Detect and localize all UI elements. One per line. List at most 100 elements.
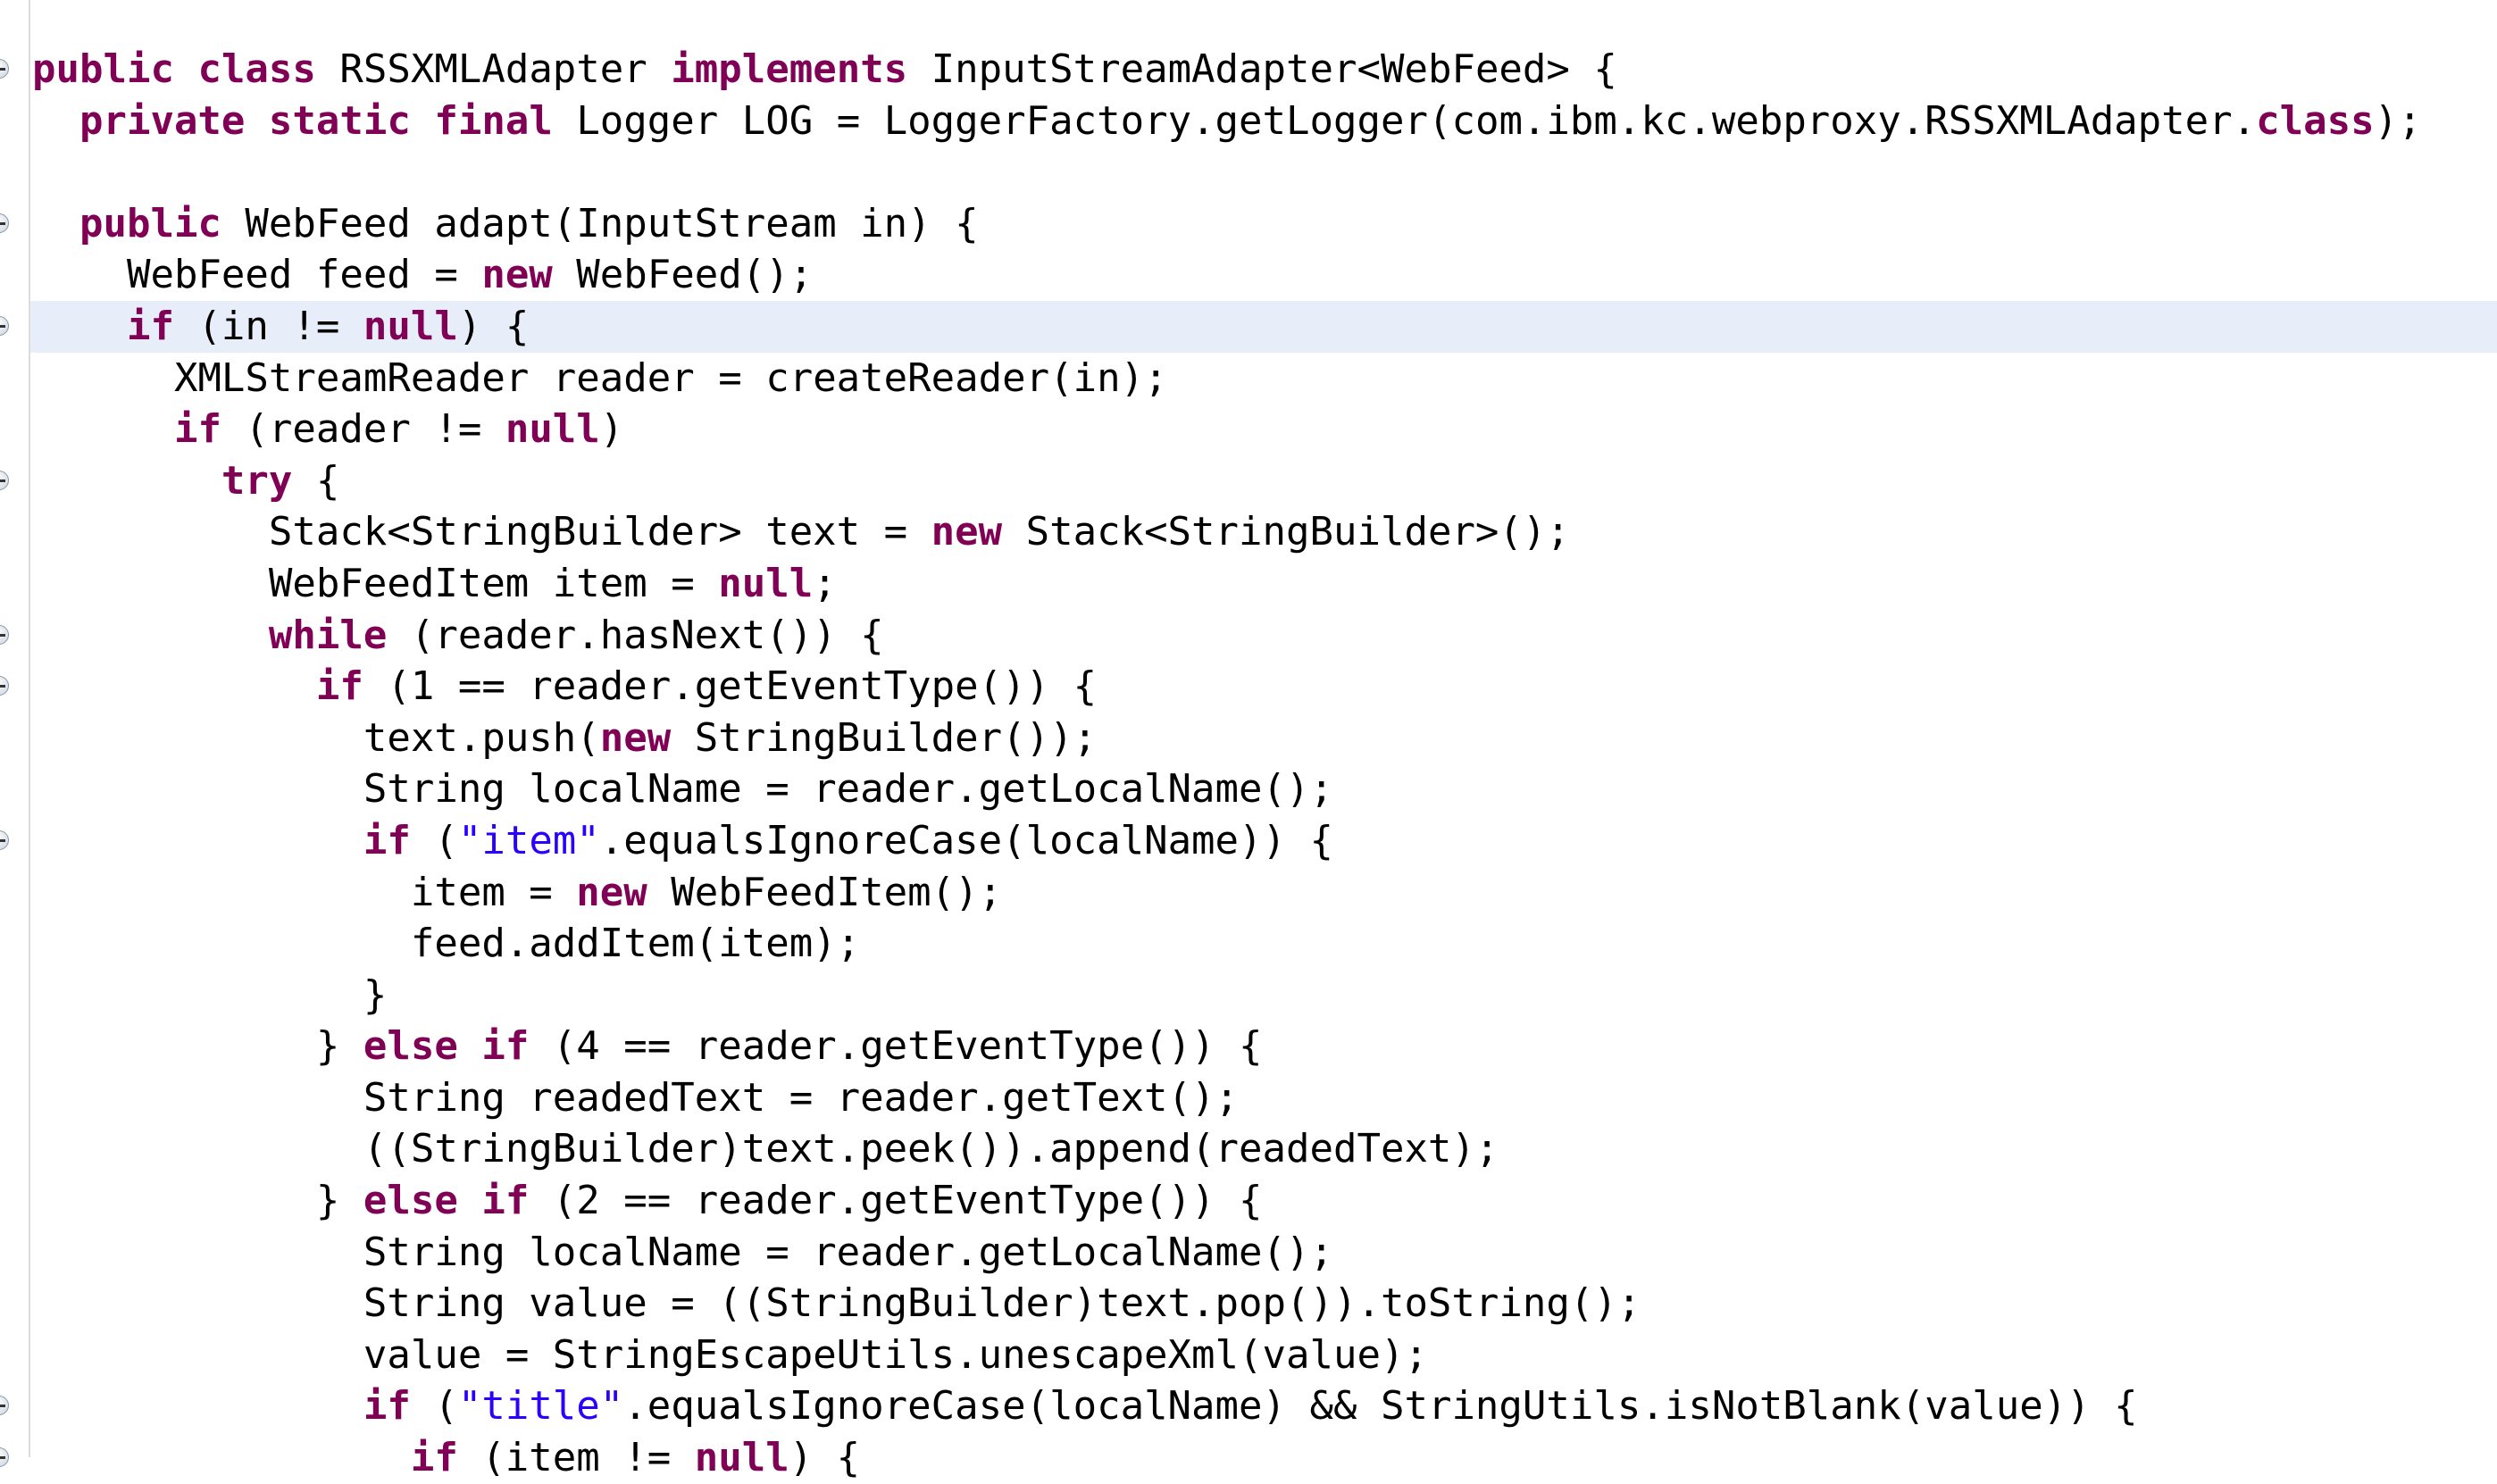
- code-line[interactable]: if (item != null) {: [0, 1432, 2497, 1484]
- code-token: [245, 98, 269, 144]
- code-line[interactable]: if (reader != null): [30, 404, 2497, 455]
- keyword-token: while: [268, 612, 388, 658]
- code-line[interactable]: text.push(new StringBuilder());: [30, 713, 2497, 764]
- code-line[interactable]: private static final Logger LOG = Logger…: [30, 96, 2497, 147]
- code-line-current[interactable]: if (in != null) {: [0, 300, 2497, 353]
- code-line[interactable]: String value = ((StringBuilder)text.pop(…: [30, 1278, 2497, 1330]
- code-token: ) {: [789, 1435, 861, 1481]
- indent: [32, 406, 174, 452]
- code-line[interactable]: public WebFeed adapt(InputStream in) {: [0, 198, 2497, 250]
- code-line[interactable]: WebFeed feed = new WebFeed();: [30, 249, 2497, 301]
- code-line[interactable]: try {: [0, 455, 2497, 507]
- code-line[interactable]: feed.addItem(item);: [30, 918, 2497, 970]
- indent: [32, 766, 363, 812]
- indent: [32, 1383, 363, 1429]
- string-token: "title": [457, 1383, 624, 1430]
- indent: [32, 818, 363, 863]
- code-token: (in !=: [173, 303, 363, 349]
- code-line[interactable]: if (1 == reader.getEventType()) {: [0, 661, 2497, 713]
- code-token: (4 == reader.getEventType()) {: [529, 1023, 1263, 1070]
- code-token: .equalsIgnoreCase(localName)) {: [599, 817, 1333, 863]
- indent: [32, 870, 411, 915]
- code-line[interactable]: WebFeedItem item = null;: [30, 558, 2497, 610]
- code-token: ((StringBuilder)text.peek()).append(read…: [363, 1126, 1499, 1172]
- indent: [32, 458, 221, 504]
- code-token: item =: [410, 869, 577, 915]
- keyword-token: if: [481, 1178, 530, 1224]
- keyword-token: if: [363, 817, 411, 863]
- code-line[interactable]: Stack<StringBuilder> text = new Stack<St…: [30, 506, 2497, 558]
- code-token: }: [315, 1023, 363, 1070]
- keyword-token: class: [197, 46, 316, 92]
- code-line[interactable]: public class RSSXMLAdapter implements In…: [0, 44, 2497, 96]
- code-token: [458, 1178, 482, 1223]
- indent: [32, 1023, 316, 1069]
- keyword-token: public: [79, 200, 221, 246]
- code-token: String readedText = reader.getText();: [363, 1074, 1240, 1121]
- indent: [32, 613, 269, 658]
- code-line[interactable]: String localName = reader.getLocalName()…: [30, 763, 2497, 815]
- code-token: value = StringEscapeUtils.unescapeXml(va…: [363, 1331, 1428, 1378]
- code-line[interactable]: } else if (4 == reader.getEventType()) {: [30, 1021, 2497, 1072]
- code-token: RSSXMLAdapter: [315, 46, 672, 92]
- indent: [32, 1280, 363, 1326]
- indent: [32, 201, 79, 246]
- code-line[interactable]: String localName = reader.getLocalName()…: [30, 1227, 2497, 1279]
- code-line[interactable]: while (reader.hasNext()) {: [0, 610, 2497, 662]
- keyword-token: static: [268, 97, 411, 144]
- code-line[interactable]: item = new WebFeedItem();: [30, 867, 2497, 919]
- code-token: ): [599, 406, 624, 453]
- code-token: String value = ((StringBuilder)text.pop(…: [363, 1280, 1641, 1327]
- indent: [32, 355, 174, 401]
- keyword-token: try: [221, 457, 293, 504]
- code-token: XMLStreamReader reader = createReader(in…: [173, 354, 1168, 401]
- code-token: (reader.hasNext()) {: [387, 612, 884, 658]
- keyword-token: implements: [671, 46, 908, 92]
- code-token: WebFeed adapt(InputStream in) {: [221, 200, 979, 246]
- keyword-token: new: [931, 509, 1003, 555]
- code-line[interactable]: value = StringEscapeUtils.unescapeXml(va…: [30, 1330, 2497, 1381]
- indent: [32, 663, 316, 709]
- keyword-token: if: [481, 1023, 530, 1070]
- code-token: [458, 1023, 482, 1069]
- code-token: .equalsIgnoreCase(localName) && StringUt…: [623, 1383, 2138, 1430]
- code-token: }: [363, 971, 388, 1018]
- code-editor[interactable]: public class RSSXMLAdapter implements In…: [0, 44, 2497, 1484]
- code-token: WebFeedItem();: [647, 869, 1003, 915]
- keyword-token: null: [505, 406, 600, 453]
- code-line[interactable]: if ("item".equalsIgnoreCase(localName)) …: [0, 815, 2497, 867]
- keyword-token: public: [32, 46, 174, 92]
- keyword-token: null: [694, 1435, 789, 1481]
- code-line[interactable]: ((StringBuilder)text.peek()).append(read…: [30, 1123, 2497, 1175]
- code-line[interactable]: String readedText = reader.getText();: [30, 1072, 2497, 1124]
- code-token: Stack<StringBuilder>();: [1002, 509, 1570, 555]
- indent: [32, 1332, 363, 1378]
- code-token: (item !=: [457, 1435, 695, 1481]
- code-token: Logger LOG = LoggerFactory.getLogger(com…: [552, 97, 2257, 144]
- code-token: (2 == reader.getEventType()) {: [529, 1178, 1263, 1224]
- code-token: String localName = reader.getLocalName()…: [363, 1229, 1333, 1275]
- code-token: InputStreamAdapter<WebFeed> {: [907, 46, 1617, 92]
- code-token: );: [2374, 97, 2422, 144]
- code-line[interactable]: }: [30, 970, 2497, 1021]
- keyword-token: else: [363, 1023, 458, 1070]
- code-token: ;: [813, 560, 837, 606]
- code-line[interactable]: [30, 146, 2497, 198]
- code-line[interactable]: if ("title".equalsIgnoreCase(localName) …: [0, 1380, 2497, 1432]
- code-token: WebFeedItem item =: [268, 560, 719, 606]
- code-token: (reader !=: [221, 406, 505, 453]
- keyword-token: null: [363, 303, 458, 349]
- code-token: (: [410, 1383, 458, 1430]
- code-token: WebFeed();: [552, 252, 814, 298]
- code-line[interactable]: } else if (2 == reader.getEventType()) {: [30, 1175, 2497, 1227]
- code-token: (: [410, 817, 458, 863]
- code-token: String localName = reader.getLocalName()…: [363, 766, 1333, 813]
- code-token: Stack<StringBuilder> text =: [268, 509, 931, 555]
- indent: [32, 1178, 316, 1223]
- keyword-token: final: [434, 97, 553, 144]
- indent: [32, 1230, 363, 1275]
- keyword-token: private: [79, 97, 246, 144]
- keyword-token: if: [315, 663, 363, 710]
- indent: [32, 304, 127, 349]
- code-line[interactable]: XMLStreamReader reader = createReader(in…: [30, 353, 2497, 404]
